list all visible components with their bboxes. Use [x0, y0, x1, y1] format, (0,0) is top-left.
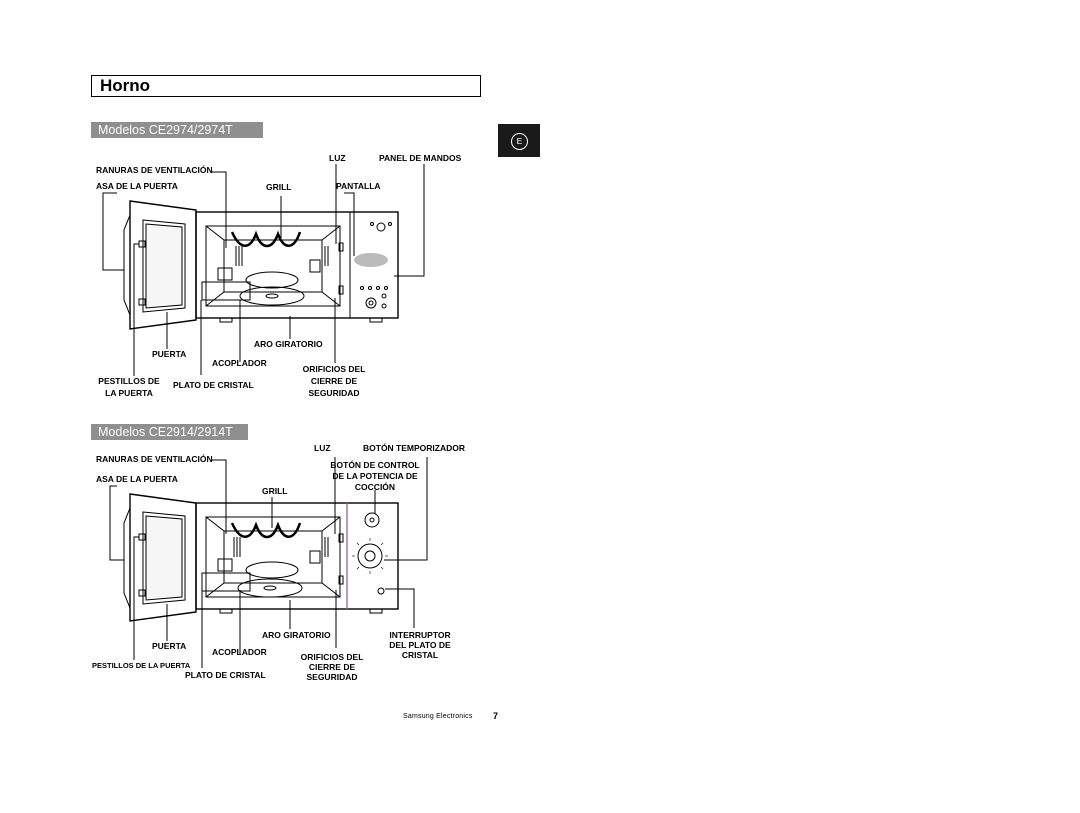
- model2-leader-lines: [109, 457, 428, 668]
- language-badge: E: [498, 124, 540, 157]
- model1-label-orificios-line3: SEGURIDAD: [308, 388, 360, 398]
- model2-power-knob: [364, 512, 380, 528]
- model1-door-handle: [123, 214, 131, 316]
- model1-display: [354, 253, 388, 267]
- model1-title: Modelos CE2974/2974T: [91, 122, 263, 138]
- model1-label-grill: GRILL: [266, 182, 292, 192]
- model1-glass-tray: [239, 286, 305, 306]
- model2-door-window: [142, 511, 186, 605]
- model2-oven-body: [195, 502, 399, 610]
- model2-grill-element: [230, 521, 302, 539]
- model2-label-interruptor-line1: INTERRUPTOR: [389, 630, 451, 640]
- model2-label-boton-pot-line1: BOTÓN DE CONTROL: [330, 460, 420, 470]
- model1-leader-lines: [102, 164, 425, 376]
- model2-label-luz: LUZ: [314, 443, 331, 453]
- page-title: Horno: [91, 75, 481, 97]
- model1-label-aro: ARO GIRATORIO: [254, 339, 323, 349]
- model1-label-pantalla: PANTALLA: [336, 181, 381, 191]
- model1-roller-ring: [245, 271, 299, 289]
- model2-door-handle: [123, 507, 131, 609]
- model1-label-luz: LUZ: [329, 153, 346, 163]
- model2-label-plato: PLATO DE CRISTAL: [185, 670, 266, 680]
- model1-door: [129, 200, 197, 330]
- model1-oven-body: [195, 211, 399, 319]
- model1-label-panel: PANEL DE MANDOS: [379, 153, 462, 163]
- model2-timer-knob: [357, 543, 383, 569]
- model2-label-puerta: PUERTA: [152, 641, 187, 651]
- model2-label-interruptor-line3: CRISTAL: [401, 650, 439, 660]
- model2-label-boton-pot-line2: DE LA POTENCIA DE: [332, 471, 418, 481]
- model1-label-plato: PLATO DE CRISTAL: [173, 380, 254, 390]
- model1-label-pestillos-line2: LA PUERTA: [105, 388, 153, 398]
- model1-door-window: [142, 219, 186, 313]
- model2-label-pestillos: PESTILLOS DE LA PUERTA: [92, 661, 191, 670]
- model1-label-orificios-line1: ORIFICIOS DEL: [302, 364, 366, 374]
- model1-vents: [235, 246, 329, 266]
- model1-label-pestillos-line1: PESTILLOS DE: [98, 376, 160, 386]
- model2-label-boton-temp: BOTÓN TEMPORIZADOR: [363, 443, 465, 453]
- page-number: 7: [493, 711, 499, 721]
- model1-label-asa: ASA DE LA PUERTA: [96, 181, 178, 191]
- model1-label-acoplador: ACOPLADOR: [212, 358, 267, 368]
- model2-label-grill: GRILL: [262, 486, 288, 496]
- model2-roller-ring: [245, 561, 299, 579]
- model2-label-interruptor-line2: DEL PLATO DE: [389, 640, 451, 650]
- model2-vents: [233, 537, 329, 557]
- model2-label-orificios-line1: ORIFICIOS DEL: [300, 652, 364, 662]
- model2-glass-tray: [237, 578, 303, 598]
- language-badge-label: E: [511, 133, 528, 150]
- model2-title: Modelos CE2914/2914T: [91, 424, 248, 440]
- model2-label-orificios-line2: CIERRE DE: [308, 662, 356, 672]
- model2-label-aro: ARO GIRATORIO: [262, 630, 331, 640]
- footer-brand: Samsung Electronics: [403, 713, 473, 720]
- model2-door: [129, 493, 197, 622]
- model2-label-boton-pot-line3: COCCIÓN: [354, 482, 396, 492]
- model2-label-asa: ASA DE LA PUERTA: [96, 474, 178, 484]
- model1-label-puerta: PUERTA: [152, 349, 187, 359]
- model2-label-orificios-line3: SEGURIDAD: [306, 672, 358, 682]
- model2-label-acoplador: ACOPLADOR: [212, 647, 267, 657]
- model1-label-ventilacion: RANURAS DE VENTILACIÓN: [96, 165, 213, 175]
- model1-grill-element: [230, 230, 302, 248]
- model1-label-orificios-line2: CIERRE DE: [310, 376, 358, 386]
- model2-label-ventilacion: RANURAS DE VENTILACIÓN: [96, 454, 213, 464]
- model2-turntable-switch: [377, 587, 385, 595]
